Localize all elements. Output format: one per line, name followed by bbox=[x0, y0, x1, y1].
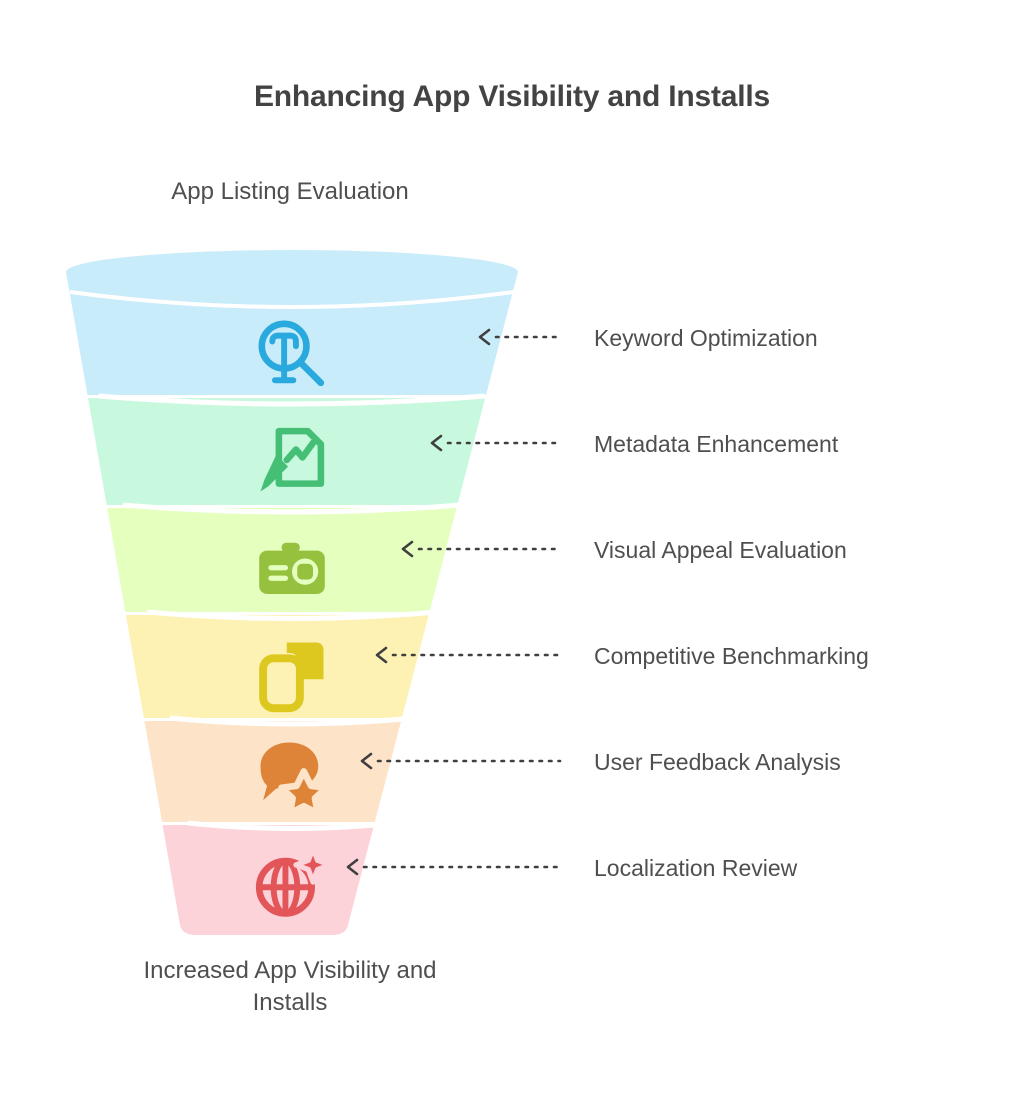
page-title: Enhancing App Visibility and Installs bbox=[253, 80, 771, 113]
funnel-exit-label-line2: Installs bbox=[252, 988, 328, 1016]
connector-competitive-benchmarking bbox=[375, 646, 562, 664]
connector-user-feedback-analysis bbox=[360, 752, 562, 770]
funnel-rim bbox=[66, 250, 518, 294]
connectors bbox=[346, 328, 562, 876]
stage-label-visual-appeal-evaluation: Visual Appeal Evaluation bbox=[594, 537, 847, 563]
band-separator-1 bbox=[98, 393, 486, 407]
band-separator-5 bbox=[187, 820, 397, 831]
stage-label-user-feedback-analysis: User Feedback Analysis bbox=[594, 749, 841, 775]
stage-label-metadata-enhancement: Metadata Enhancement bbox=[594, 431, 839, 457]
stage-label-competitive-benchmarking: Competitive Benchmarking bbox=[594, 643, 869, 669]
magnifier-text-icon bbox=[250, 312, 334, 396]
connector-keyword-optimization bbox=[478, 328, 562, 346]
connector-metadata-enhancement bbox=[430, 434, 562, 452]
globe-sparkle-icon bbox=[250, 840, 334, 924]
connector-visual-appeal-evaluation bbox=[401, 540, 562, 558]
band-separator-3 bbox=[146, 609, 438, 621]
document-chart-pencil-icon bbox=[250, 418, 334, 502]
funnel-rim-highlight bbox=[69, 290, 515, 309]
stage-label-keyword-optimization: Keyword Optimization bbox=[594, 325, 818, 351]
camera-icon bbox=[250, 527, 334, 611]
band-separator-2 bbox=[122, 502, 462, 515]
compare-screens-icon bbox=[250, 632, 334, 716]
band-separator-4 bbox=[169, 715, 415, 727]
stage-label-localization-review: Localization Review bbox=[594, 855, 798, 881]
funnel-exit-label-line1: Increased App Visibility and bbox=[143, 957, 437, 984]
speech-bubble-star-icon bbox=[250, 732, 334, 816]
funnel-entry-label: App Listing Evaluation bbox=[171, 178, 409, 205]
connector-localization-review bbox=[346, 858, 562, 876]
funnel-exit-label: Increased App Visibility and Installs bbox=[60, 955, 520, 1018]
